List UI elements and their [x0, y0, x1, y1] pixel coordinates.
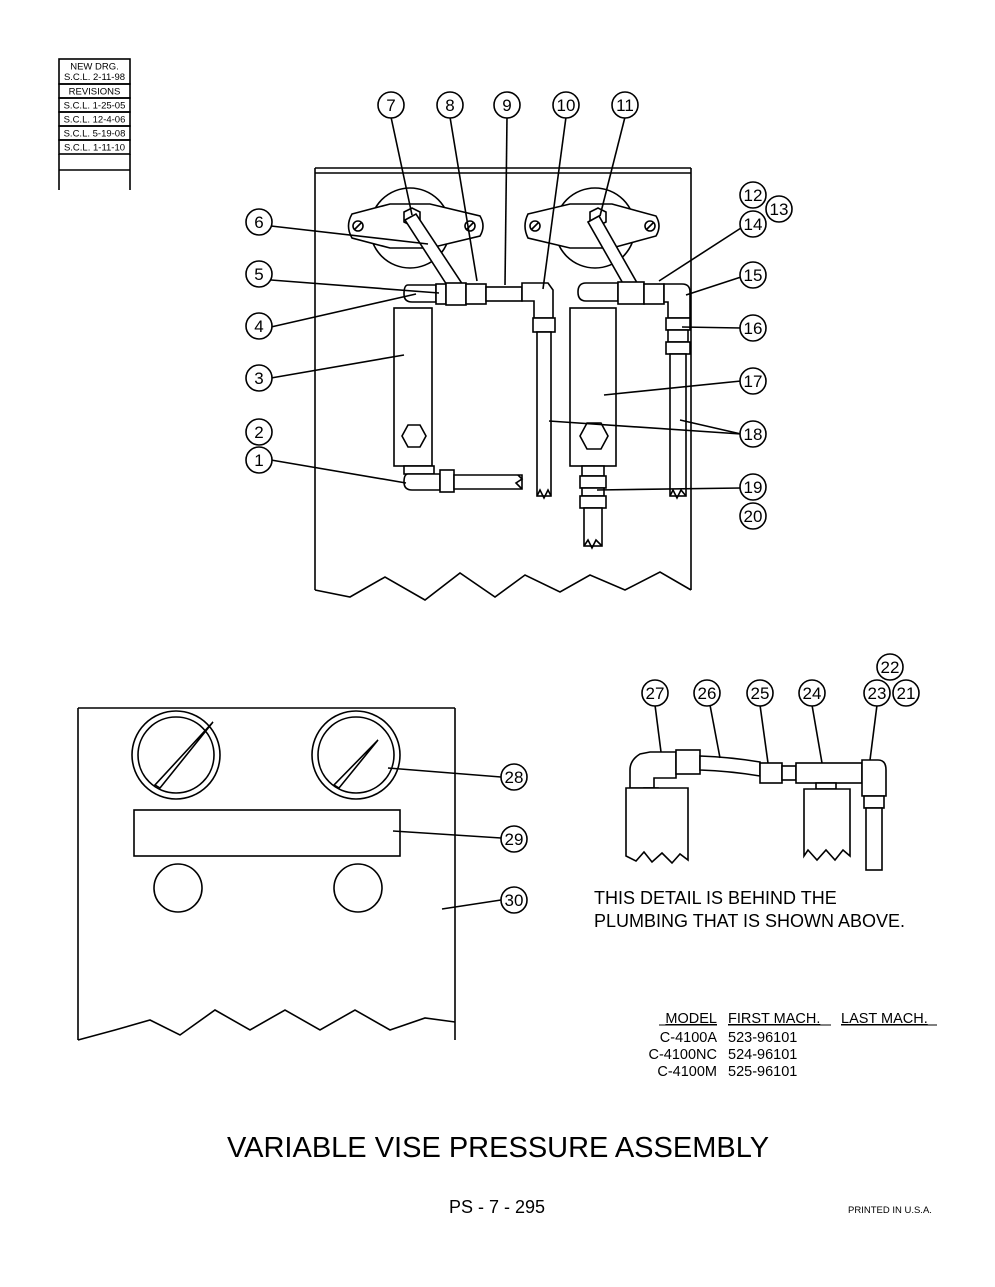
callout-24: 24 — [798, 679, 826, 707]
upper-panel — [314, 167, 692, 601]
detail-plumbing — [625, 749, 887, 871]
callout-25-label: 25 — [751, 684, 770, 703]
callout-26-label: 26 — [698, 684, 717, 703]
callout-10-label: 10 — [557, 96, 576, 115]
model-table-cell: C-4100A — [660, 1030, 718, 1046]
model-table-cell: 525-96101 — [728, 1064, 797, 1080]
page-number: PS - 7 - 295 — [449, 1197, 545, 1217]
callout-17-label: 17 — [744, 372, 763, 391]
callout-4-label: 4 — [254, 317, 263, 336]
callout-27: 27 — [641, 679, 669, 707]
model-table-header-model: MODEL — [665, 1011, 717, 1027]
revision-block: NEW DRG. S.C.L. 2-11-98 REVISIONS S.C.L.… — [58, 58, 131, 190]
callout-30-label: 30 — [505, 891, 524, 910]
callout-10: 10 — [552, 91, 580, 119]
page-title: VARIABLE VISE PRESSURE ASSEMBLY — [227, 1132, 769, 1164]
callout-14-label: 14 — [744, 215, 763, 234]
model-table: MODEL FIRST MACH. LAST MACH. C-4100A 523… — [649, 1011, 937, 1080]
callout-26: 26 — [693, 679, 721, 707]
model-table-cell: 523-96101 — [728, 1030, 797, 1046]
right-plumbing — [569, 281, 691, 550]
revision-entry: S.C.L. 1-11-10 — [64, 143, 125, 154]
callout-3: 3 — [245, 364, 273, 392]
detail-note-line-2: PLUMBING THAT IS SHOWN ABOVE. — [594, 911, 905, 931]
callout-25: 25 — [746, 679, 774, 707]
callout-27-label: 27 — [646, 684, 665, 703]
callout-4: 4 — [245, 312, 273, 340]
model-table-cell: 524-96101 — [728, 1047, 797, 1063]
revisions-header: REVISIONS — [69, 87, 121, 98]
callout-2: 2 — [245, 418, 273, 446]
callout-bubbles: 7 8 9 10 11 6 5 4 3 2 1 12 13 14 15 16 1… — [245, 91, 920, 914]
callout-11-label: 11 — [616, 96, 634, 115]
callout-8-label: 8 — [445, 96, 454, 115]
callout-22-label: 22 — [881, 658, 900, 677]
detail-leader-lines — [654, 704, 878, 764]
callout-17: 17 — [739, 367, 767, 395]
callout-22: 22 — [876, 653, 904, 681]
callout-24-label: 24 — [803, 684, 822, 703]
model-table-cell: C-4100M — [657, 1064, 717, 1080]
revision-new-drg-label: NEW DRG. — [70, 62, 119, 73]
printed-in-usa: PRINTED IN U.S.A. — [848, 1205, 932, 1216]
callout-23: 23 — [863, 679, 891, 707]
callout-1: 1 — [245, 446, 273, 474]
callout-20-label: 20 — [744, 507, 763, 526]
callout-16: 16 — [739, 314, 767, 342]
callout-19: 19 — [739, 473, 767, 501]
callout-3-label: 3 — [254, 369, 263, 388]
callout-16-label: 16 — [744, 319, 763, 338]
model-table-header-last: LAST MACH. — [841, 1011, 928, 1027]
callout-29: 29 — [500, 825, 528, 853]
model-table-cell: C-4100NC — [649, 1047, 718, 1063]
callout-28: 28 — [500, 763, 528, 791]
callout-6-label: 6 — [254, 213, 263, 232]
callout-7-label: 7 — [386, 96, 395, 115]
callout-15-label: 15 — [744, 266, 763, 285]
callout-9-label: 9 — [502, 96, 511, 115]
callout-28-label: 28 — [505, 768, 524, 787]
callout-13-label: 13 — [770, 200, 789, 219]
callout-12-label: 12 — [744, 186, 763, 205]
revision-new-drg-date: S.C.L. 2-11-98 — [64, 72, 125, 83]
revision-entry: S.C.L. 12-4-06 — [64, 115, 126, 126]
detail-note-line-1: THIS DETAIL IS BEHIND THE — [594, 888, 837, 908]
callout-30: 30 — [500, 886, 528, 914]
callout-12: 12 — [739, 181, 767, 209]
callout-19-label: 19 — [744, 478, 763, 497]
left-plumbing — [393, 282, 556, 500]
callout-18: 18 — [739, 420, 767, 448]
callout-9: 9 — [493, 91, 521, 119]
callout-18-label: 18 — [744, 425, 763, 444]
callout-5: 5 — [245, 260, 273, 288]
callout-13: 13 — [765, 195, 793, 223]
callout-21-label: 21 — [897, 684, 916, 703]
callout-11: 11 — [611, 91, 639, 119]
revision-entry: S.C.L. 5-19-08 — [64, 129, 126, 140]
revision-entry: S.C.L. 1-25-05 — [64, 101, 126, 112]
callout-14: 14 — [739, 210, 767, 238]
callout-15: 15 — [739, 261, 767, 289]
callout-1-label: 1 — [254, 451, 263, 470]
model-table-header-first: FIRST MACH. — [728, 1011, 820, 1027]
callout-2-label: 2 — [254, 423, 263, 442]
callout-20: 20 — [739, 502, 767, 530]
callout-23-label: 23 — [868, 684, 887, 703]
callout-21: 21 — [892, 679, 920, 707]
upper-leader-lines — [270, 116, 742, 491]
callout-6: 6 — [245, 208, 273, 236]
gauge-panel — [77, 707, 502, 1041]
callout-5-label: 5 — [254, 265, 263, 284]
callout-7: 7 — [377, 91, 405, 119]
callout-8: 8 — [436, 91, 464, 119]
callout-29-label: 29 — [505, 830, 524, 849]
